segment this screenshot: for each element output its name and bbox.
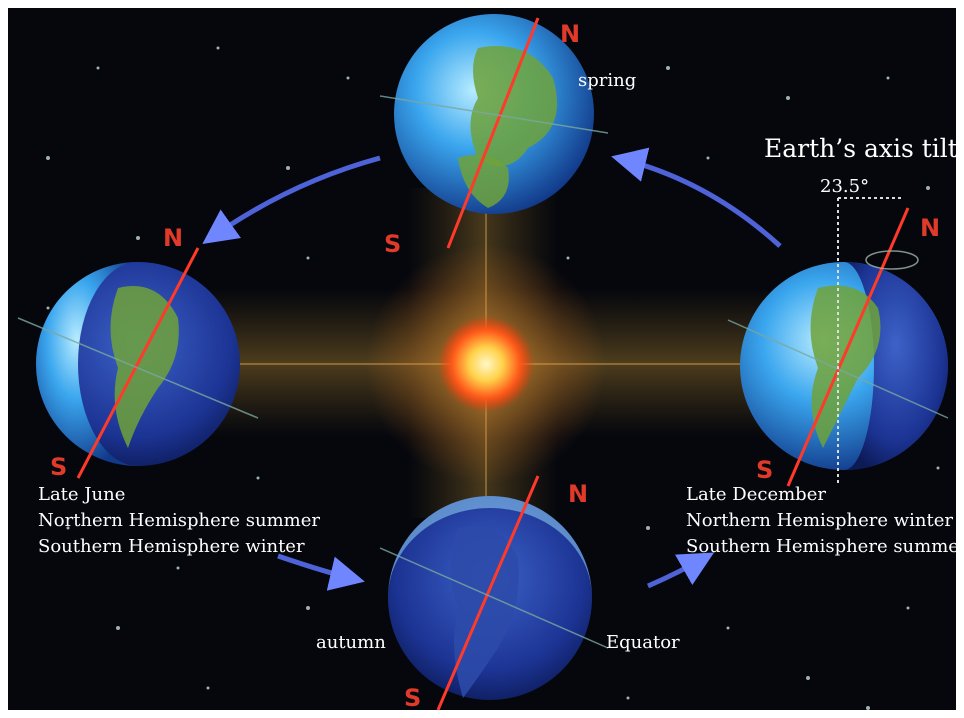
orbit-arrow-top-right <box>611 147 782 248</box>
pole-south-december: S <box>756 456 774 484</box>
label-autumn: autumn <box>316 632 386 653</box>
label-equator: Equator <box>606 632 680 653</box>
pole-north-spring: N <box>560 20 581 48</box>
label-june-south: Southern Hemisphere winter <box>38 536 305 557</box>
orbit-arrow-bottom-right <box>647 552 715 589</box>
pole-south-autumn: S <box>404 684 422 710</box>
pole-south-spring: S <box>384 230 402 258</box>
label-axis-angle: 23.5° <box>820 176 870 197</box>
label-december-north: Northern Hemisphere winter <box>686 510 953 531</box>
orbit-arrow-top-left <box>202 155 381 245</box>
diagram-canvas <box>17 14 949 710</box>
sun <box>366 244 606 484</box>
label-axis-title: Earth’s axis tilted <box>764 134 956 163</box>
earth-june <box>17 247 259 479</box>
label-june-date: Late June <box>38 484 126 505</box>
orbit-arrows <box>202 147 782 591</box>
pole-north-december: N <box>920 214 941 242</box>
earth-december <box>727 207 949 487</box>
pole-north-autumn: N <box>568 480 589 508</box>
label-december-south: Southern Hemisphere summer <box>686 536 956 557</box>
axis-tilt-indicator <box>837 197 903 486</box>
label-december-date: Late December <box>686 484 826 505</box>
earth-autumn <box>379 475 609 710</box>
seasons-diagram: N S N S N S N S spring Earth’s axis tilt… <box>8 8 956 710</box>
star-field <box>46 46 940 710</box>
orbit-arrow-bottom-left <box>277 553 365 591</box>
label-spring: spring <box>578 70 637 91</box>
pole-north-june: N <box>163 224 184 252</box>
label-june-north: Northern Hemisphere summer <box>38 510 320 531</box>
earth-spring <box>379 14 609 249</box>
pole-south-june: S <box>50 453 68 481</box>
